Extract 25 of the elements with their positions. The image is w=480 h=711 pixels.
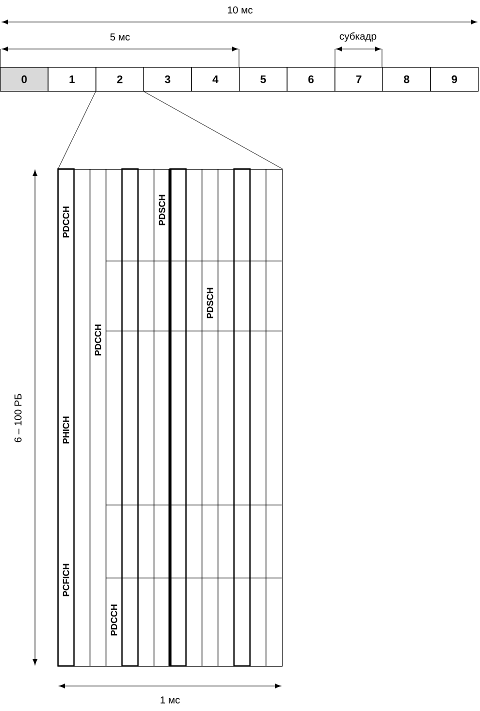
subframe-box: 1 bbox=[48, 67, 96, 92]
subframe-box: 3 bbox=[143, 67, 192, 92]
channel-label: PHICH bbox=[62, 416, 70, 444]
channel-label: PDSCH bbox=[158, 194, 166, 226]
dimension-label: 6 – 100 РБ bbox=[14, 394, 22, 442]
channel-label: PCFICH bbox=[62, 564, 70, 596]
subframe-box: 8 bbox=[382, 67, 431, 92]
channel-label: PDCCH bbox=[62, 206, 70, 238]
subframe-box: 9 bbox=[430, 67, 479, 92]
subframe-box: 0 bbox=[0, 67, 48, 92]
resource-grid-drawing bbox=[57, 168, 283, 667]
subframe-box: 6 bbox=[286, 67, 336, 92]
subframe-box: 4 bbox=[191, 67, 240, 92]
channel-label: PDCCH bbox=[110, 604, 118, 636]
channel-label: PDCCH bbox=[94, 324, 102, 356]
dimension-label: 1 мс bbox=[160, 696, 180, 704]
zoom-line bbox=[58, 91, 96, 170]
subframe-box: 5 bbox=[239, 67, 288, 92]
subframe-box: 2 bbox=[96, 67, 144, 92]
dimension-label: 10 мс bbox=[228, 6, 253, 14]
dimension-label: субкадр bbox=[340, 32, 376, 42]
subframe-box: 7 bbox=[334, 67, 383, 92]
channel-label: PDSCH bbox=[206, 288, 214, 318]
dimension-label: 5 мс bbox=[110, 34, 130, 40]
zoom-line bbox=[144, 91, 283, 170]
